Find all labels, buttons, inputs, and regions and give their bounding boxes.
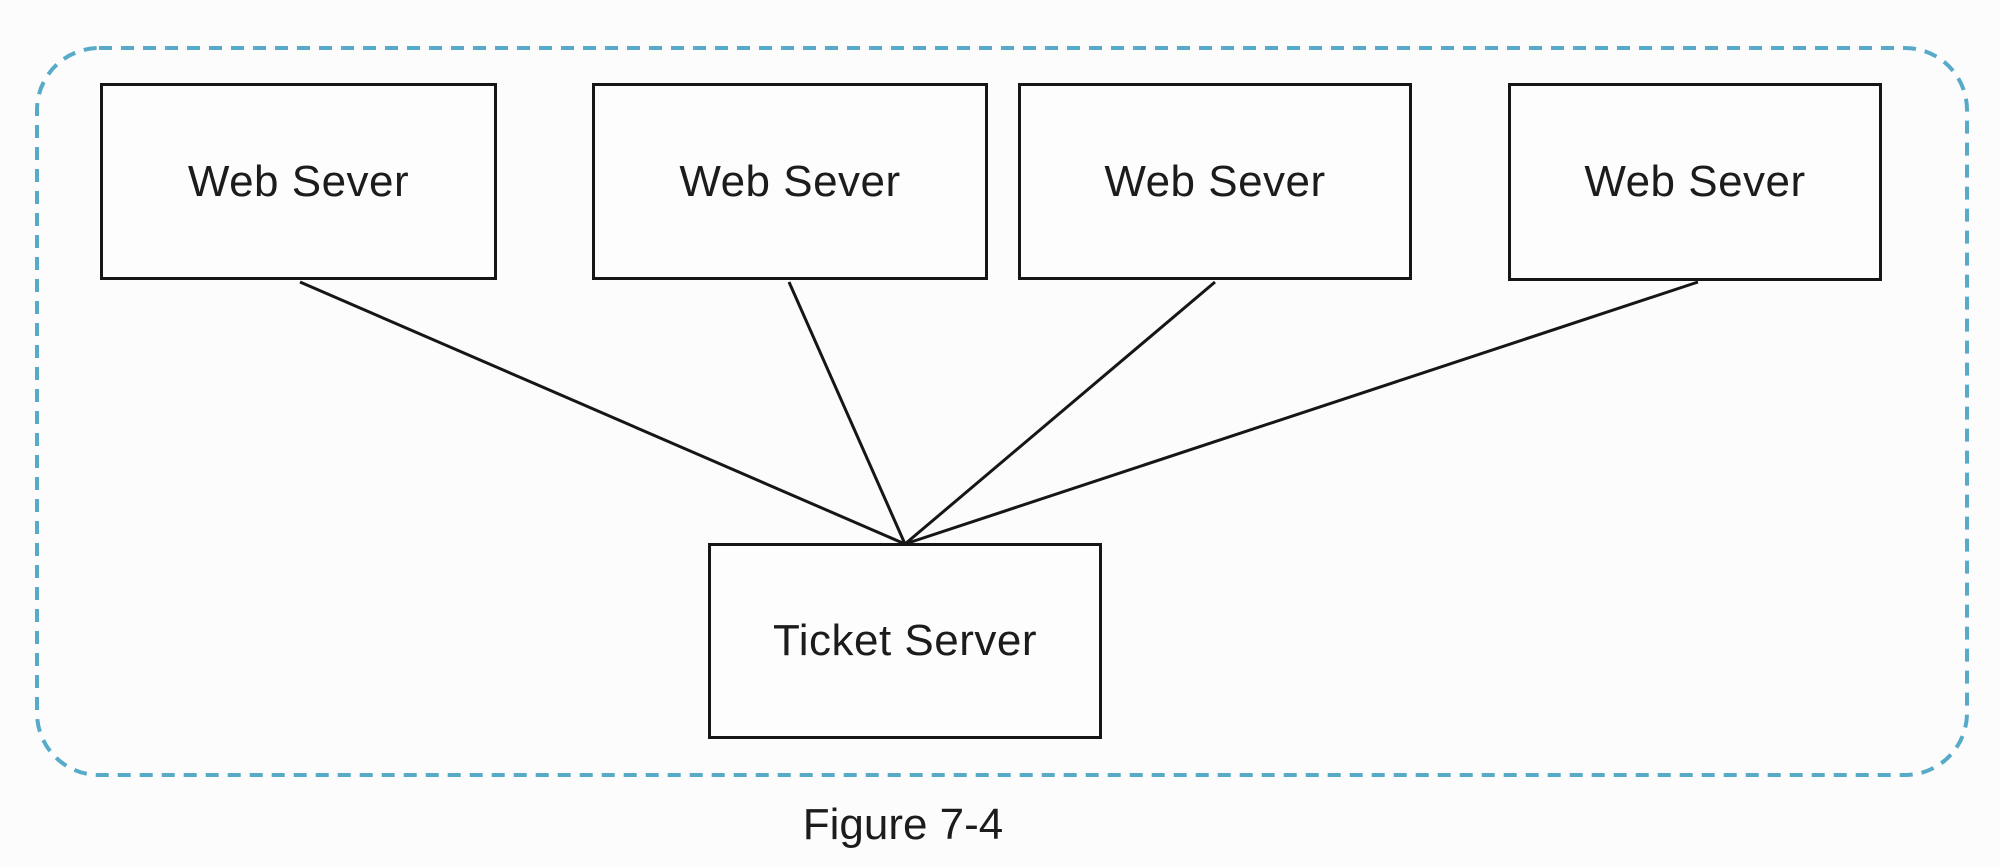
node-ticket-server-label: Ticket Server — [772, 616, 1038, 665]
enclosure-dashed-border — [35, 46, 1969, 777]
connector-line-web2-ticket — [787, 281, 907, 545]
connector-line-web4-ticket — [904, 280, 1699, 546]
node-web-server-3-label: Web Sever — [1104, 156, 1326, 206]
figure-caption: Figure 7-4 — [802, 800, 1004, 849]
node-web-server-2-label: Web Sever — [679, 156, 901, 206]
node-web-server-1-label: Web Sever — [187, 156, 410, 206]
connector-line-web3-ticket — [904, 280, 1216, 546]
node-web-server-4: Web Sever — [1508, 83, 1882, 281]
node-ticket-server: Ticket Server — [708, 543, 1102, 739]
node-web-server-4-label: Web Sever — [1584, 157, 1806, 206]
node-web-server-3: Web Sever — [1018, 83, 1412, 280]
connector-line-web1-ticket — [299, 280, 906, 546]
node-web-server-2: Web Sever — [592, 83, 988, 280]
node-web-server-1: Web Sever — [100, 83, 497, 280]
